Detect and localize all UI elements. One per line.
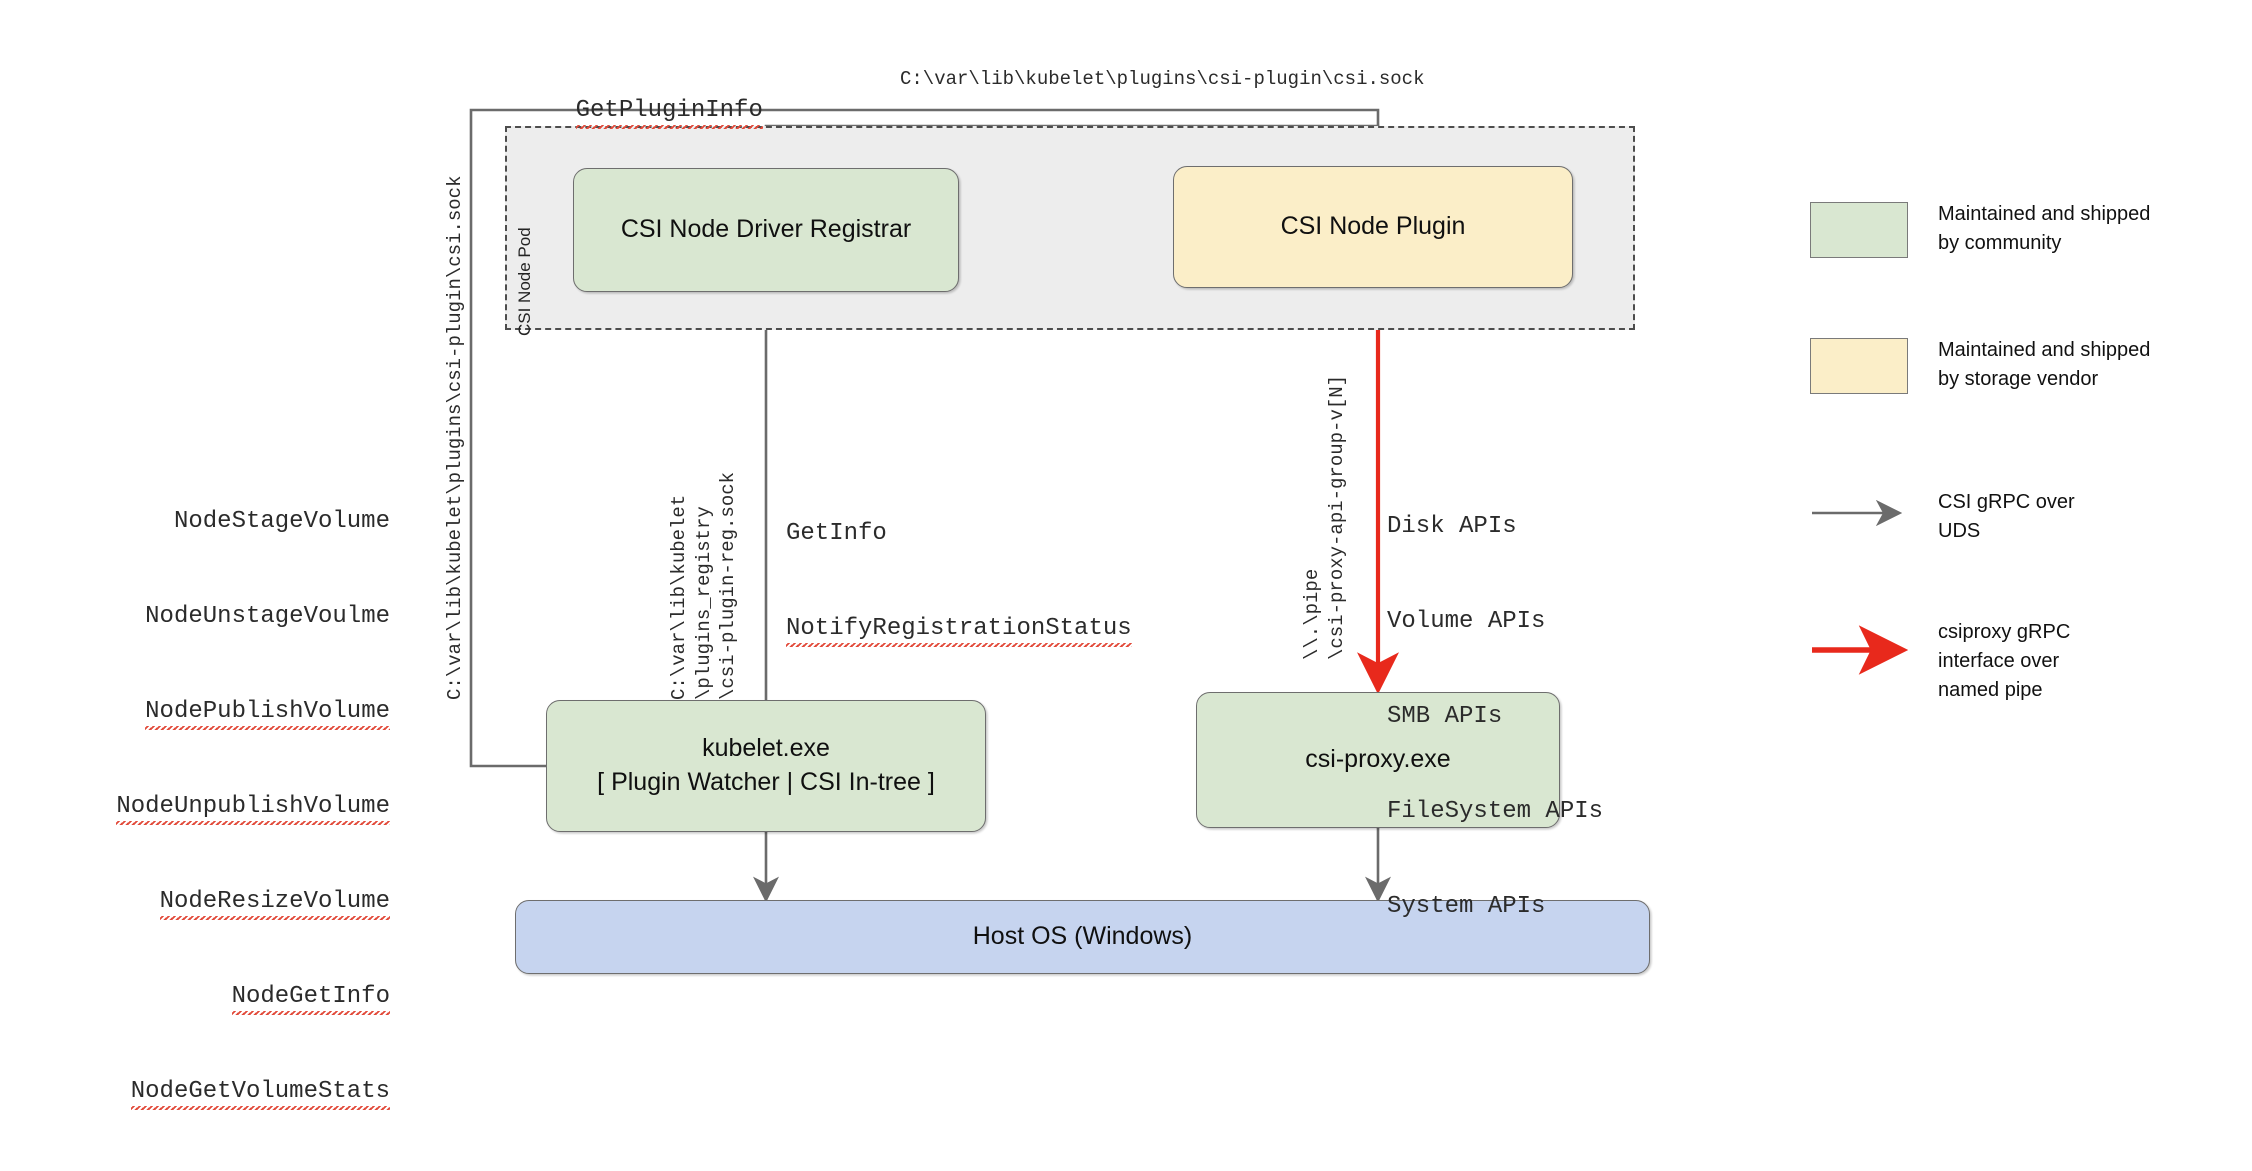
label-get-plugin-info-text: GetPluginInfo <box>575 96 763 129</box>
legend-swatch-community <box>1810 202 1908 258</box>
csi-proxy-api-list: Disk APIs Volume APIs SMB APIs FileSyste… <box>1387 448 1603 986</box>
label-csi-sock-path-top: C:\var\lib\kubelet\plugins\csi-plugin\cs… <box>900 68 1425 90</box>
legend-label-csiproxy-grpc: csiproxy gRPC interface over named pipe <box>1938 621 2071 701</box>
legend: Maintained and shipped by community Main… <box>1810 202 2151 701</box>
legend-label-csi-grpc-uds: CSI gRPC over UDS <box>1938 491 2075 542</box>
node-kubelet-exe-label: kubelet.exe <box>702 734 830 763</box>
api-1: Volume APIs <box>1387 608 1546 636</box>
node-rpc-4: NodeResizeVolume <box>159 888 390 921</box>
api-2: SMB APIs <box>1387 703 1503 731</box>
node-kubelet-exe[interactable]: kubelet.exe [ Plugin Watcher | CSI In-tr… <box>546 700 986 832</box>
label-get-info: GetInfo <box>786 520 887 548</box>
node-rpc-2: NodePublishVolume <box>145 698 390 731</box>
node-rpc-3: NodeUnpublishVolume <box>116 793 390 826</box>
node-csi-node-plugin-label: CSI Node Plugin <box>1280 212 1466 241</box>
node-kubelet-exe-subtitle: [ Plugin Watcher | CSI In-tree ] <box>597 768 935 796</box>
node-host-os[interactable]: Host OS (Windows) <box>515 900 1650 974</box>
node-host-os-label: Host OS (Windows) <box>972 922 1193 951</box>
node-rpc-0: NodeStageVolume <box>173 508 390 536</box>
api-3: FileSystem APIs <box>1387 798 1604 826</box>
label-get-plugin-info: GetPluginInfo <box>518 63 763 158</box>
api-0: Disk APIs <box>1387 513 1517 541</box>
node-rpc-6: NodeGetVolumeStats <box>130 1078 390 1111</box>
api-4: System APIs <box>1387 893 1546 921</box>
legend-label-community: Maintained and shipped by community <box>1938 203 2151 254</box>
node-csi-node-driver-registrar-label: CSI Node Driver Registrar <box>620 215 912 244</box>
node-csi-proxy-exe-label: csi-proxy.exe <box>1305 745 1451 774</box>
node-csi-proxy-exe[interactable]: csi-proxy.exe <box>1196 692 1560 828</box>
label-registrar-calls: GetInfo NotifyRegistrationStatus <box>786 455 1132 708</box>
label-notify-registration-status: NotifyRegistrationStatus <box>786 615 1132 648</box>
diagram-canvas: CSI Node Pod CSI Node Driver Registrar C… <box>116 63 2151 1111</box>
legend-swatch-vendor <box>1810 338 1908 394</box>
node-csi-node-driver-registrar[interactable]: CSI Node Driver Registrar <box>573 168 959 292</box>
node-rpc-5: NodeGetInfo <box>231 983 390 1016</box>
node-rpc-1: NodeUnstageVoulme <box>145 603 390 631</box>
legend-label-vendor: Maintained and shipped by storage vendor <box>1938 339 2151 390</box>
node-csi-node-plugin[interactable]: CSI Node Plugin <box>1173 166 1573 288</box>
